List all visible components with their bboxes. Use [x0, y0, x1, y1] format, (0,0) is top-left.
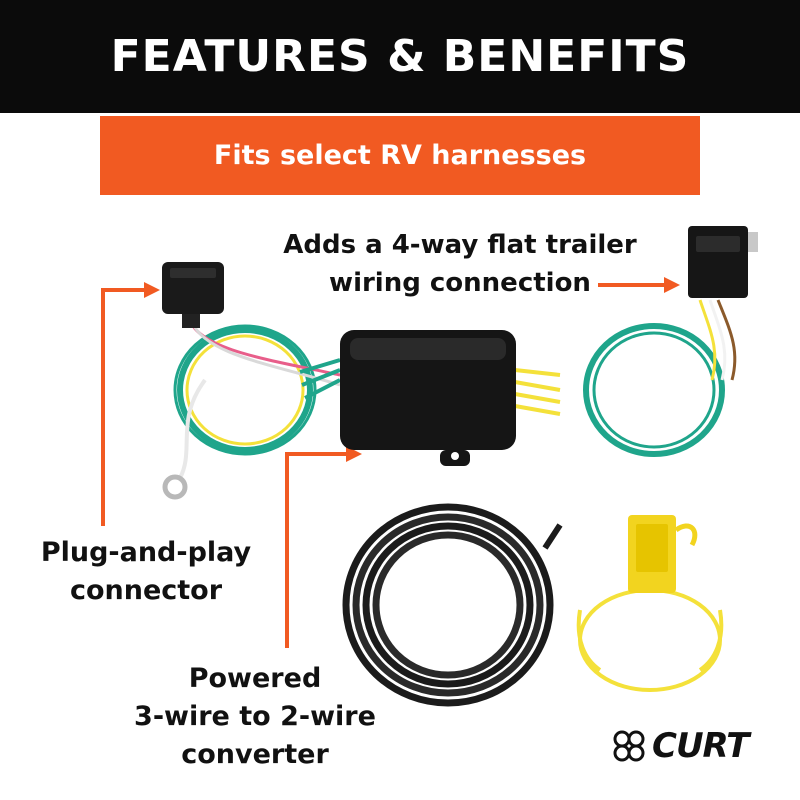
callout-converter-line1: Powered [188, 663, 322, 694]
ring-terminal [162, 474, 188, 500]
curt-logo: CURT [612, 726, 749, 766]
header-bar: FEATURES & BENEFITS [0, 0, 800, 113]
fitment-banner: Fits select RV harnesses [100, 116, 700, 195]
arrow-plug-connector [101, 288, 146, 526]
black-wire-coil [342, 503, 563, 707]
callout-flat-line2: wiring connection [329, 268, 591, 298]
callout-plug-and-play: Plug-and-play connector [38, 534, 254, 610]
banner-text: Fits select RV harnesses [213, 140, 587, 171]
fuse-holder [576, 515, 724, 692]
page-title: FEATURES & BENEFITS [110, 31, 690, 82]
callout-converter-line3: converter [181, 739, 329, 770]
callout-flat-connection: Adds a 4-way flat trailer wiring connect… [270, 226, 650, 302]
left-plug-harness [162, 262, 341, 500]
callout-flat-line1: Adds a 4-way flat trailer [283, 230, 637, 260]
curt-emblem-icon [613, 730, 645, 762]
callout-converter: Powered 3-wire to 2-wire converter [130, 660, 380, 774]
callout-plug-line1: Plug-and-play [40, 537, 252, 568]
callout-converter-line2: 3-wire to 2-wire [134, 701, 376, 732]
callout-plug-line2: connector [69, 575, 223, 606]
converter-module [299, 330, 561, 466]
arrow-converter [285, 452, 348, 648]
brand-name: CURT [652, 726, 749, 766]
right-flat-harness [583, 226, 758, 457]
callout-arrows [101, 277, 680, 648]
